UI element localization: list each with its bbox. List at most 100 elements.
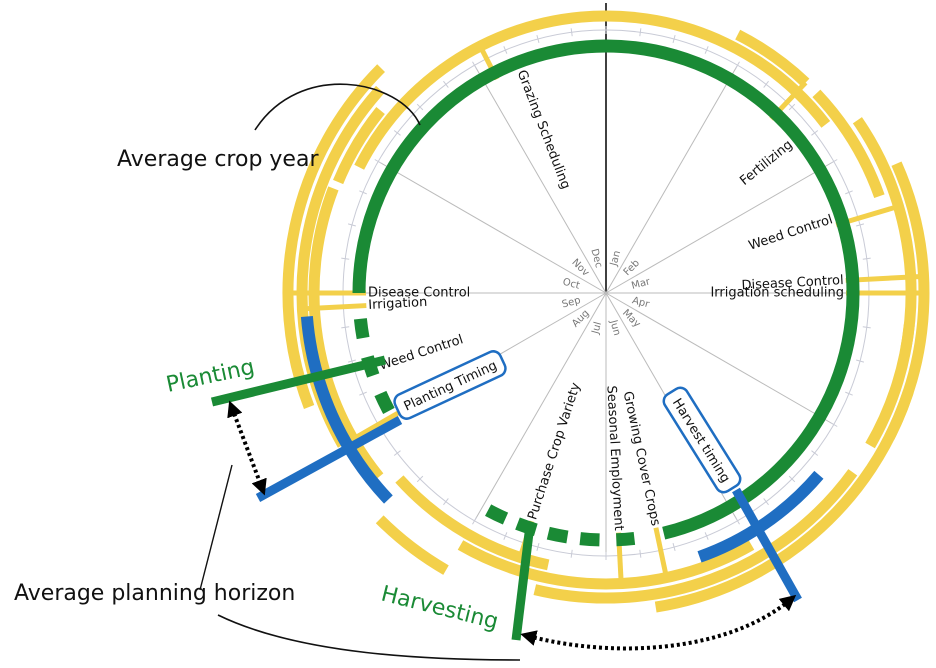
tick-mark (347, 223, 356, 227)
tick-mark (472, 61, 477, 69)
planning-arc (812, 89, 885, 199)
tick-mark (856, 223, 865, 227)
month-spoke (474, 292, 607, 521)
tick-mark (503, 46, 508, 54)
activity-connector (351, 410, 400, 442)
harvest-horizon-arrow (520, 594, 797, 651)
month-label: Aug (570, 308, 592, 330)
tick-mark (639, 549, 642, 558)
month-label: Jan (608, 249, 623, 268)
tick-mark (393, 130, 401, 136)
activity-label: Purchase Crop Variety (525, 381, 584, 522)
tick-mark (359, 190, 367, 195)
tick-mark (536, 34, 540, 43)
planning-arc (735, 29, 810, 87)
crop-year-arc (352, 39, 860, 540)
month-label: Dec (588, 248, 604, 270)
tick-mark (639, 28, 642, 37)
tick-mark (763, 498, 769, 506)
harvest-timing-label: Harvest timing (669, 396, 733, 486)
harvest-timing-arc (697, 470, 824, 563)
month-spoke (474, 65, 607, 294)
tick-mark (672, 34, 676, 43)
tick-mark (788, 475, 796, 483)
month-label: Oct (561, 277, 581, 292)
tick-mark (763, 80, 769, 88)
planning-arc (282, 64, 385, 409)
tick-mark (862, 257, 871, 260)
planting-horizon-arrow (227, 400, 267, 496)
tick-mark (672, 543, 676, 552)
tick-mark (341, 257, 350, 260)
tick-mark (830, 422, 838, 427)
activity-label: Fertilizing (737, 137, 795, 188)
tick-mark (416, 103, 424, 111)
activity-label: Irrigation (368, 295, 428, 313)
tick-mark (704, 532, 709, 540)
planting-timing-bar (255, 416, 403, 502)
tick-mark (856, 359, 865, 363)
tick-mark (845, 190, 853, 195)
tick-mark (443, 80, 449, 88)
crop-year-ring (352, 39, 860, 547)
tick-mark (570, 28, 573, 37)
tick-mark (735, 517, 740, 525)
planting-bar (210, 355, 387, 407)
crop-year-dash (374, 390, 395, 414)
crop-year-dash (579, 532, 600, 547)
harvest-timing-callout: Harvest timing (662, 386, 742, 494)
tick-mark (341, 326, 350, 329)
crop-year-dash (485, 504, 509, 525)
activity-connector (653, 527, 670, 580)
tick-mark (393, 450, 401, 456)
activity-label: Weed Control (747, 212, 835, 253)
month-label: May (620, 308, 642, 330)
tick-mark (503, 532, 508, 540)
tick-mark (359, 391, 367, 396)
activity-label: Grazing Scheduling (514, 68, 573, 191)
activity-label: Growing Cover Crops (620, 390, 663, 528)
planning-arc (354, 10, 831, 170)
planning-arc (865, 324, 915, 449)
planning-arc (333, 107, 385, 185)
activity-label: Irrigation scheduling (710, 286, 844, 301)
month-spoke (378, 161, 607, 294)
crop-year-annotation: Average crop year (117, 147, 319, 172)
tick-mark (347, 359, 356, 363)
tick-mark (416, 475, 424, 483)
crop-year-dash (353, 318, 370, 340)
month-label: Jul (590, 321, 604, 336)
planning-horizon-annotation: Average planning horizon (14, 581, 295, 606)
month-label: Nov (569, 257, 591, 279)
tick-mark (704, 46, 709, 54)
tick-mark (472, 517, 477, 525)
harvest-timing-bar (732, 487, 802, 603)
tick-mark (862, 326, 871, 329)
month-label: Apr (631, 295, 651, 310)
tick-mark (443, 498, 449, 506)
month-spoke (605, 65, 738, 294)
planning-arc (375, 515, 449, 575)
planting-timing-arc (300, 316, 393, 504)
tick-mark (845, 391, 853, 396)
planning-arc (457, 540, 755, 590)
harvesting-annotation: Harvesting (379, 582, 501, 635)
crop-year-dash (546, 526, 569, 544)
month-spoke (605, 292, 834, 425)
horizon-connector-top (199, 464, 233, 591)
month-label: Sep (561, 295, 582, 311)
activity-label: Disease Control (741, 273, 844, 293)
crop-year-dash (615, 531, 636, 547)
horizon-connector-bottom (217, 614, 521, 661)
tick-mark (788, 103, 796, 111)
activity-connector (302, 303, 367, 312)
tick-mark (811, 450, 819, 456)
harvesting-bar (511, 524, 535, 641)
activity-label: Weed Control (377, 332, 465, 373)
month-label: Mar (630, 276, 652, 292)
tick-mark (374, 159, 382, 164)
tick-mark (570, 549, 573, 558)
planning-arc (852, 117, 917, 350)
tick-mark (830, 159, 838, 164)
